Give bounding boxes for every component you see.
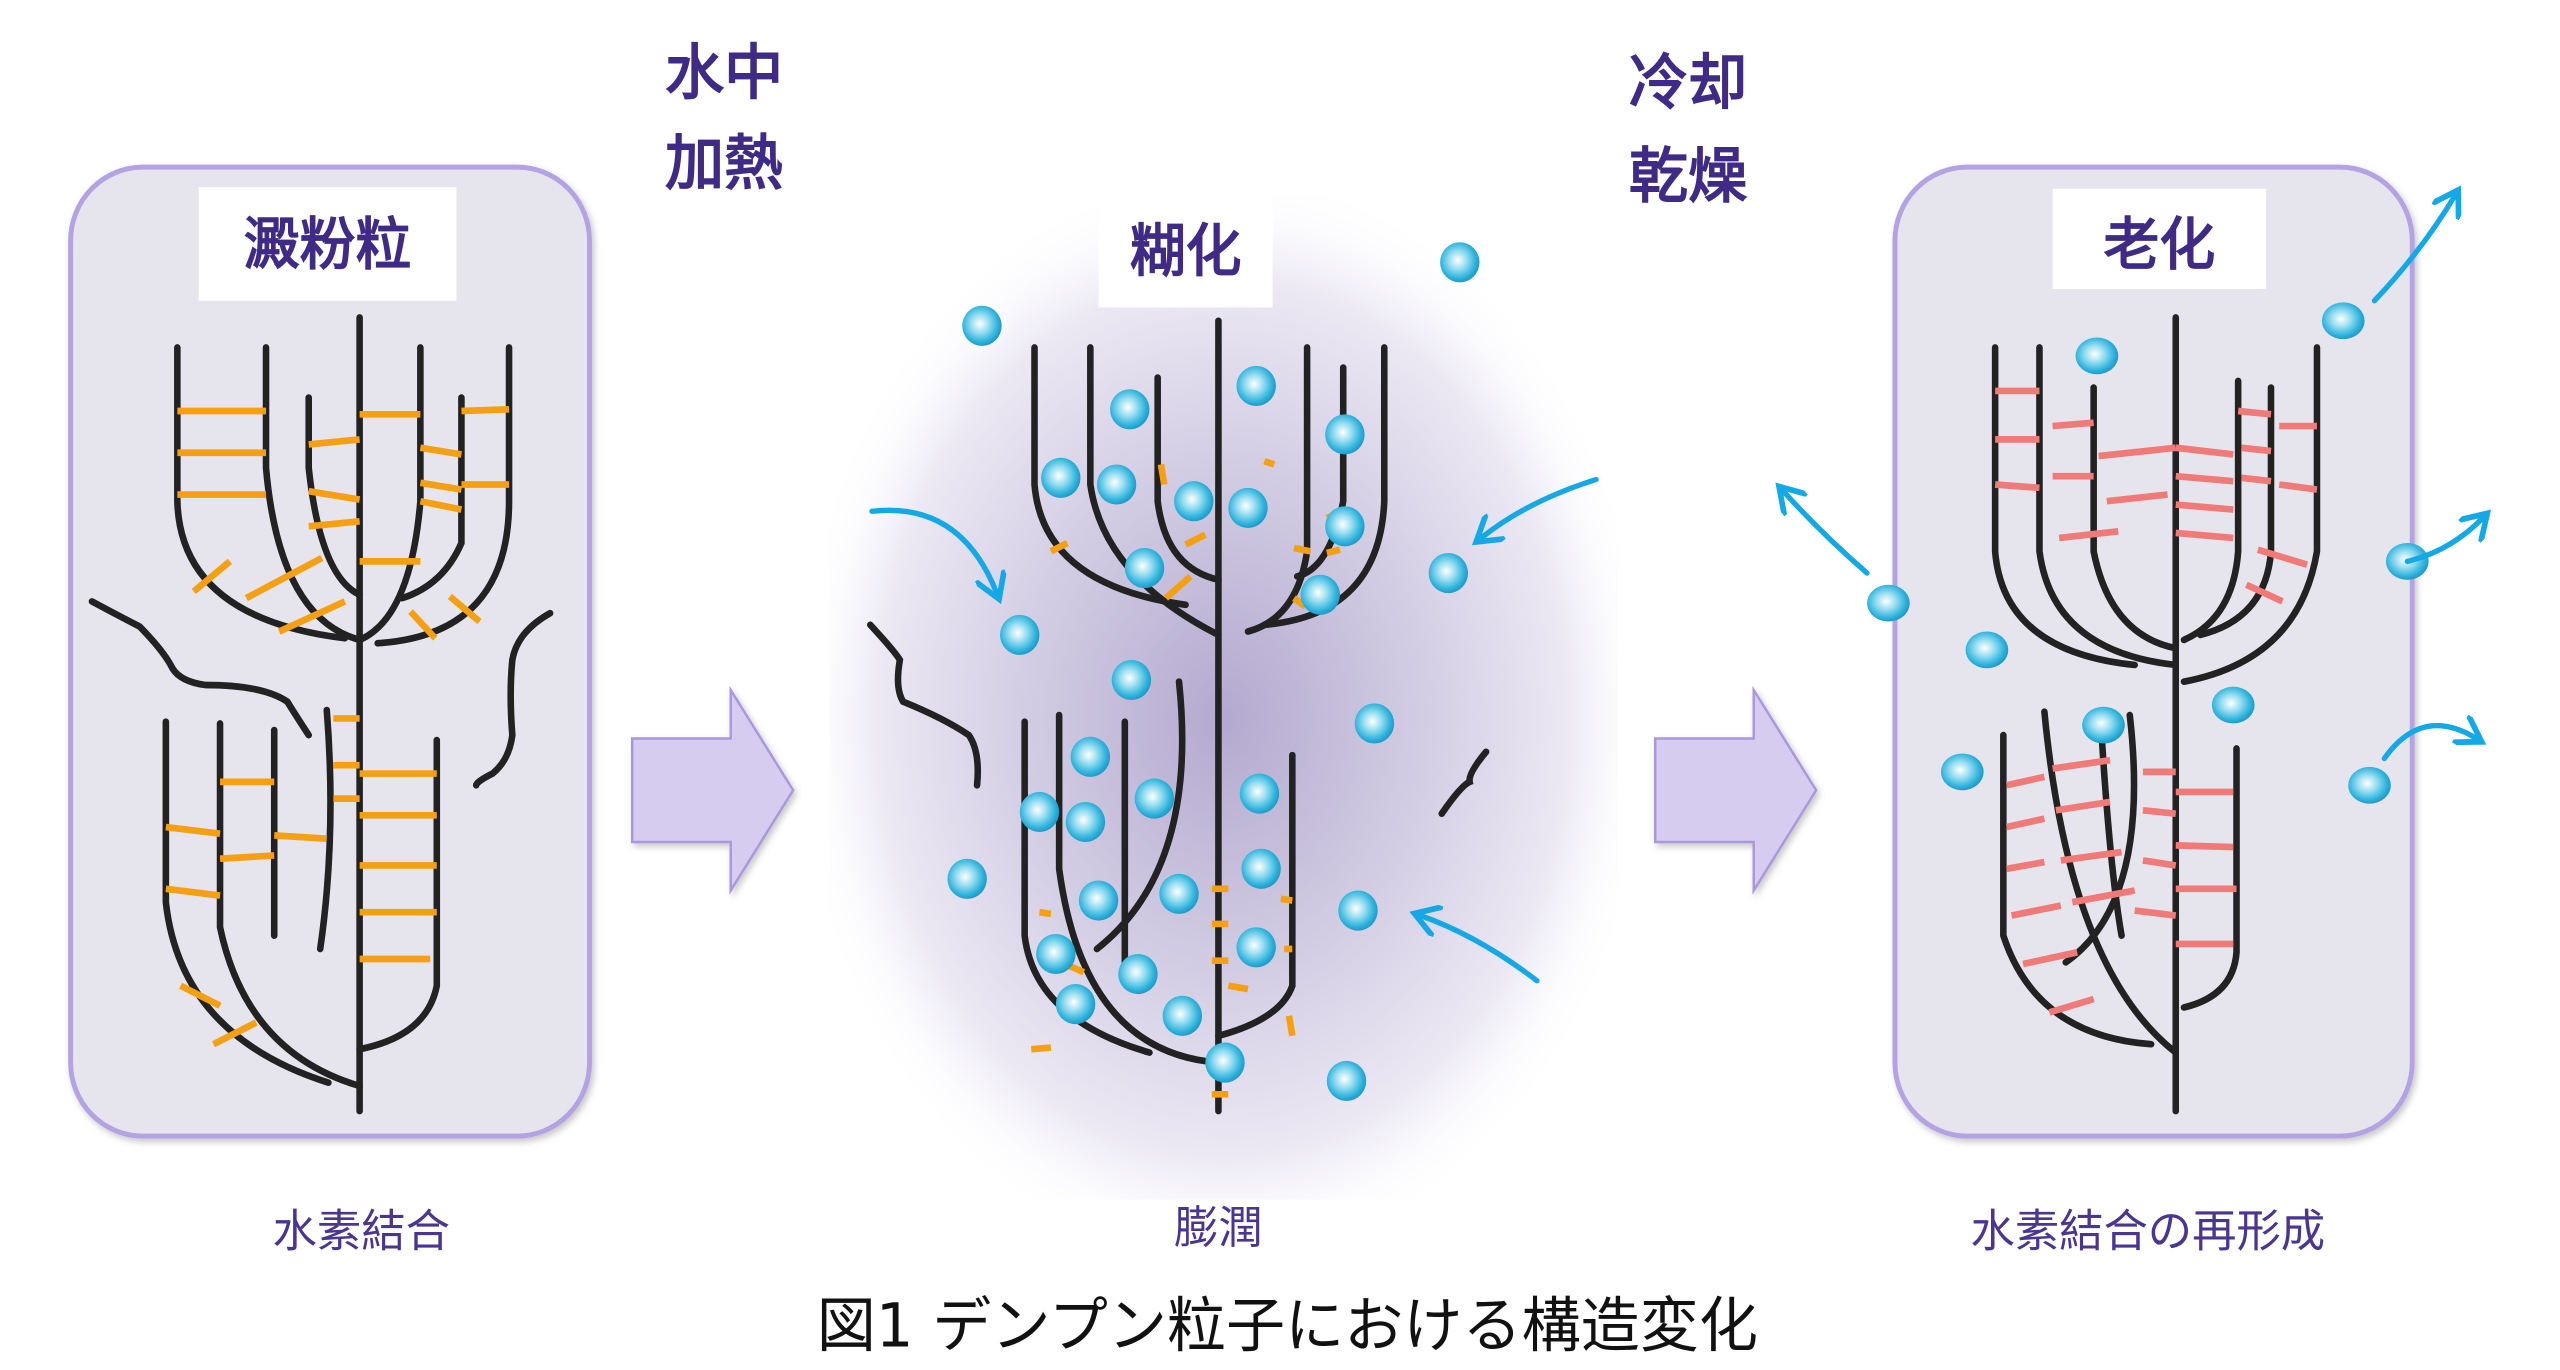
retrograded-panel-frame [1892, 164, 2415, 1139]
swelling-label: 膨潤 [1174, 1201, 1263, 1254]
panel-retrograded: 老化 [1783, 164, 2483, 1257]
transition-heat-line2: 加熱 [665, 129, 783, 199]
panel-granule: 澱粉粒 [68, 164, 592, 1257]
reformed-bond-legend-label: 水素結合の再形成 [1970, 1204, 2325, 1257]
transition-heat-line1: 水中 [665, 39, 783, 109]
hydrogen-bonds [165, 405, 510, 1048]
water-outflow-arrows [1783, 195, 2483, 762]
retrograded-title: 老化 [2104, 213, 2216, 279]
gelatinized-title: 糊化 [1130, 219, 1242, 285]
granule-title: 澱粉粒 [244, 213, 411, 279]
released-water-molecules [1867, 302, 2429, 804]
gelatinized-title-box [1098, 193, 1273, 308]
water-inflow-arrows [869, 476, 1599, 984]
transition-cool-line1: 冷却 [1629, 49, 1747, 119]
hydrogen-bond-legend-label: 水素結合 [273, 1204, 450, 1257]
transition-cool-label: 冷却 乾燥 [1629, 49, 1748, 212]
reformed-hydrogen-bonds [1994, 387, 2318, 1016]
transition-heat-label: 水中 加熱 [665, 39, 783, 199]
retrograded-title-box [2052, 188, 2267, 290]
right-arrow-icon [1653, 685, 1818, 895]
figure-caption: 図1 デンプン粒子における構造変化 [817, 1292, 1758, 1362]
swollen-chains [867, 317, 1490, 1115]
water-molecules [947, 242, 1480, 1102]
panel-gelatinized: 糊化 [829, 193, 1618, 1254]
amylopectin-chains [88, 314, 554, 1115]
granule-title-box [198, 187, 457, 301]
transition-cool-line2: 乾燥 [1629, 143, 1748, 213]
right-arrow-icon [630, 685, 795, 895]
